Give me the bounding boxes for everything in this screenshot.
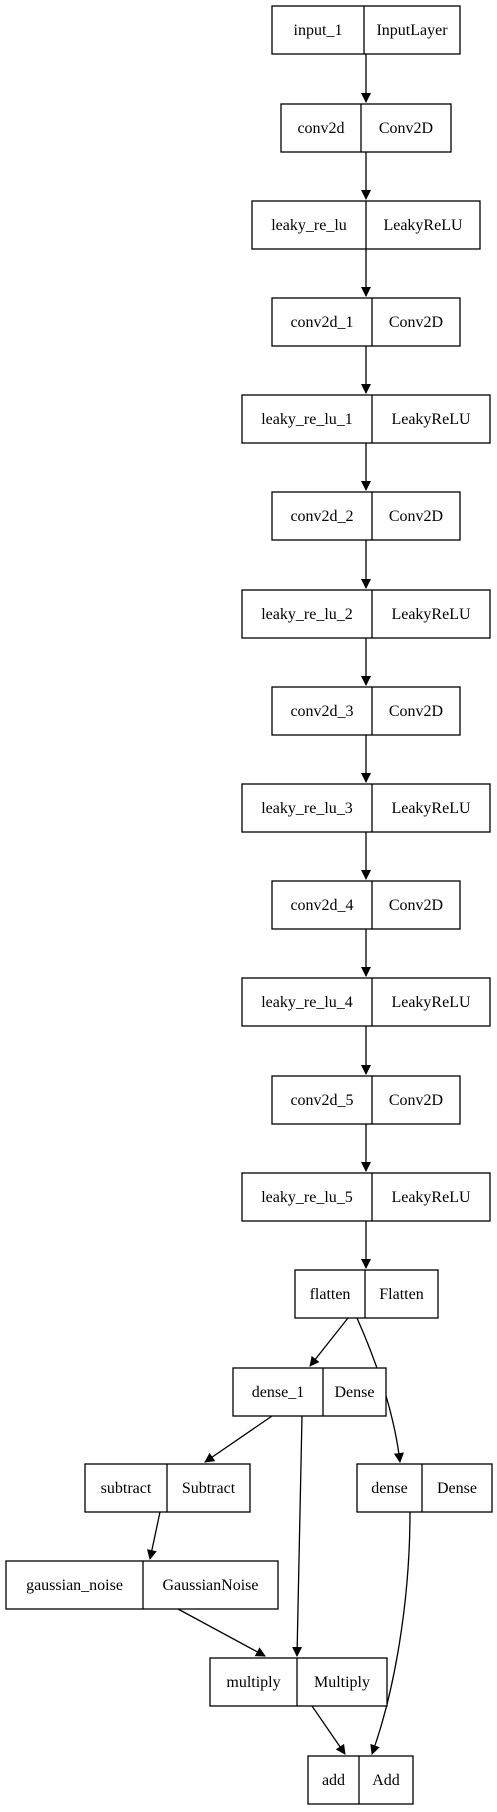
layer-type: Dense bbox=[437, 1480, 477, 1497]
layer-node-conv2d: conv2d Conv2D bbox=[280, 103, 452, 153]
layer-box bbox=[241, 394, 491, 444]
layer-name: conv2d_4 bbox=[290, 897, 353, 914]
layer-name: leaky_re_lu_3 bbox=[261, 800, 353, 817]
layer-type: Conv2D bbox=[379, 120, 433, 137]
layer-box bbox=[280, 103, 452, 153]
layer-name: flatten bbox=[310, 1286, 351, 1303]
edge-flatten-to-dense-1 bbox=[309, 1317, 349, 1367]
layer-box bbox=[356, 1463, 493, 1513]
layer-name: conv2d_2 bbox=[290, 508, 353, 525]
layer-node-conv2d-1: conv2d_1 Conv2D bbox=[271, 297, 461, 347]
layer-box bbox=[271, 297, 461, 347]
layer-type: Conv2D bbox=[389, 897, 443, 914]
layer-type: LeakyReLU bbox=[391, 800, 471, 817]
layer-box bbox=[5, 1560, 279, 1610]
layer-type: Subtract bbox=[182, 1480, 236, 1497]
layer-node-dense: dense Dense bbox=[356, 1463, 493, 1513]
layer-name: dense_1 bbox=[252, 1384, 304, 1401]
layer-node-subtract: subtract Subtract bbox=[84, 1463, 251, 1513]
layer-name: conv2d_1 bbox=[290, 314, 353, 331]
layer-node-leaky-re-lu-4: leaky_re_lu_4 LeakyReLU bbox=[241, 977, 491, 1027]
layer-type: InputLayer bbox=[376, 22, 448, 39]
edge-arrow bbox=[146, 1511, 161, 1560]
layer-node-add: add Add bbox=[307, 1755, 414, 1805]
layer-node-leaky-re-lu-1: leaky_re_lu_1 LeakyReLU bbox=[241, 394, 491, 444]
layer-node-leaky-re-lu-2: leaky_re_lu_2 LeakyReLU bbox=[241, 589, 491, 639]
layer-node-conv2d-2: conv2d_2 Conv2D bbox=[271, 491, 461, 541]
layer-node-conv2d-4: conv2d_4 Conv2D bbox=[271, 880, 461, 930]
layer-name: leaky_re_lu_5 bbox=[261, 1189, 353, 1206]
edge-arrow bbox=[292, 1415, 303, 1657]
edges bbox=[146, 54, 411, 1755]
layer-node-dense-1: dense_1 Dense bbox=[232, 1367, 387, 1417]
layer-name: conv2d_3 bbox=[290, 703, 353, 720]
layer-node-leaky-re-lu-5: leaky_re_lu_5 LeakyReLU bbox=[241, 1172, 491, 1222]
layer-node-leaky-re-lu: leaky_re_lu LeakyReLU bbox=[251, 200, 481, 250]
edge-arrow bbox=[370, 1511, 411, 1755]
layer-type: LeakyReLU bbox=[391, 606, 471, 623]
layer-type: GaussianNoise bbox=[163, 1577, 259, 1594]
layer-name: gaussian_noise bbox=[26, 1577, 123, 1594]
edge-arrow bbox=[311, 1705, 346, 1755]
layer-name: add bbox=[322, 1772, 345, 1789]
edge-subtract-to-gaussian-noise bbox=[146, 1511, 161, 1560]
layer-type: Add bbox=[372, 1772, 400, 1789]
layer-box bbox=[307, 1755, 414, 1805]
edge-arrow bbox=[309, 1317, 349, 1367]
layer-name: leaky_re_lu_2 bbox=[261, 606, 353, 623]
layer-node-conv2d-5: conv2d_5 Conv2D bbox=[271, 1075, 461, 1125]
layer-type: LeakyReLU bbox=[391, 411, 471, 428]
layer-name: leaky_re_lu_4 bbox=[261, 994, 353, 1011]
layer-node-flatten: flatten Flatten bbox=[294, 1269, 439, 1319]
layer-box bbox=[232, 1367, 387, 1417]
layer-name: multiply bbox=[226, 1674, 280, 1691]
layer-box bbox=[271, 686, 461, 736]
layer-box bbox=[241, 589, 491, 639]
layer-box bbox=[271, 5, 461, 55]
layer-box bbox=[241, 783, 491, 833]
layer-node-input-1: input_1 InputLayer bbox=[271, 5, 461, 55]
layer-type: Flatten bbox=[379, 1286, 423, 1303]
layer-type: LeakyReLU bbox=[383, 217, 463, 234]
layer-box bbox=[294, 1269, 439, 1319]
layer-name: dense bbox=[371, 1480, 407, 1497]
edge-dense-to-add bbox=[370, 1511, 411, 1755]
layer-box bbox=[209, 1657, 388, 1707]
layer-type: Multiply bbox=[314, 1674, 370, 1691]
layer-name: leaky_re_lu bbox=[271, 217, 347, 234]
layer-name: input_1 bbox=[294, 22, 343, 39]
layer-box bbox=[241, 1172, 491, 1222]
layer-name: conv2d_5 bbox=[290, 1092, 353, 1109]
edge-dense-1-to-subtract bbox=[204, 1415, 273, 1463]
layer-box bbox=[271, 491, 461, 541]
layer-box bbox=[271, 880, 461, 930]
layer-type: Conv2D bbox=[389, 703, 443, 720]
layer-name: conv2d bbox=[297, 120, 344, 137]
layer-type: Conv2D bbox=[389, 508, 443, 525]
layer-name: subtract bbox=[101, 1480, 152, 1497]
layer-type: LeakyReLU bbox=[391, 1189, 471, 1206]
edge-arrow bbox=[204, 1415, 273, 1463]
layer-type: Conv2D bbox=[389, 1092, 443, 1109]
edge-arrow bbox=[177, 1608, 266, 1657]
layer-type: LeakyReLU bbox=[391, 994, 471, 1011]
layer-box bbox=[241, 977, 491, 1027]
edge-gaussian-noise-to-multiply bbox=[177, 1608, 266, 1657]
layer-node-gaussian-noise: gaussian_noise GaussianNoise bbox=[5, 1560, 279, 1610]
layer-node-leaky-re-lu-3: leaky_re_lu_3 LeakyReLU bbox=[241, 783, 491, 833]
layer-type: Dense bbox=[335, 1384, 375, 1401]
layer-type: Conv2D bbox=[389, 314, 443, 331]
layer-name: leaky_re_lu_1 bbox=[261, 411, 353, 428]
layer-box bbox=[271, 1075, 461, 1125]
edge-dense-1-to-multiply bbox=[292, 1415, 303, 1657]
layer-node-conv2d-3: conv2d_3 Conv2D bbox=[271, 686, 461, 736]
layer-node-multiply: multiply Multiply bbox=[209, 1657, 388, 1707]
edge-multiply-to-add bbox=[311, 1705, 346, 1755]
